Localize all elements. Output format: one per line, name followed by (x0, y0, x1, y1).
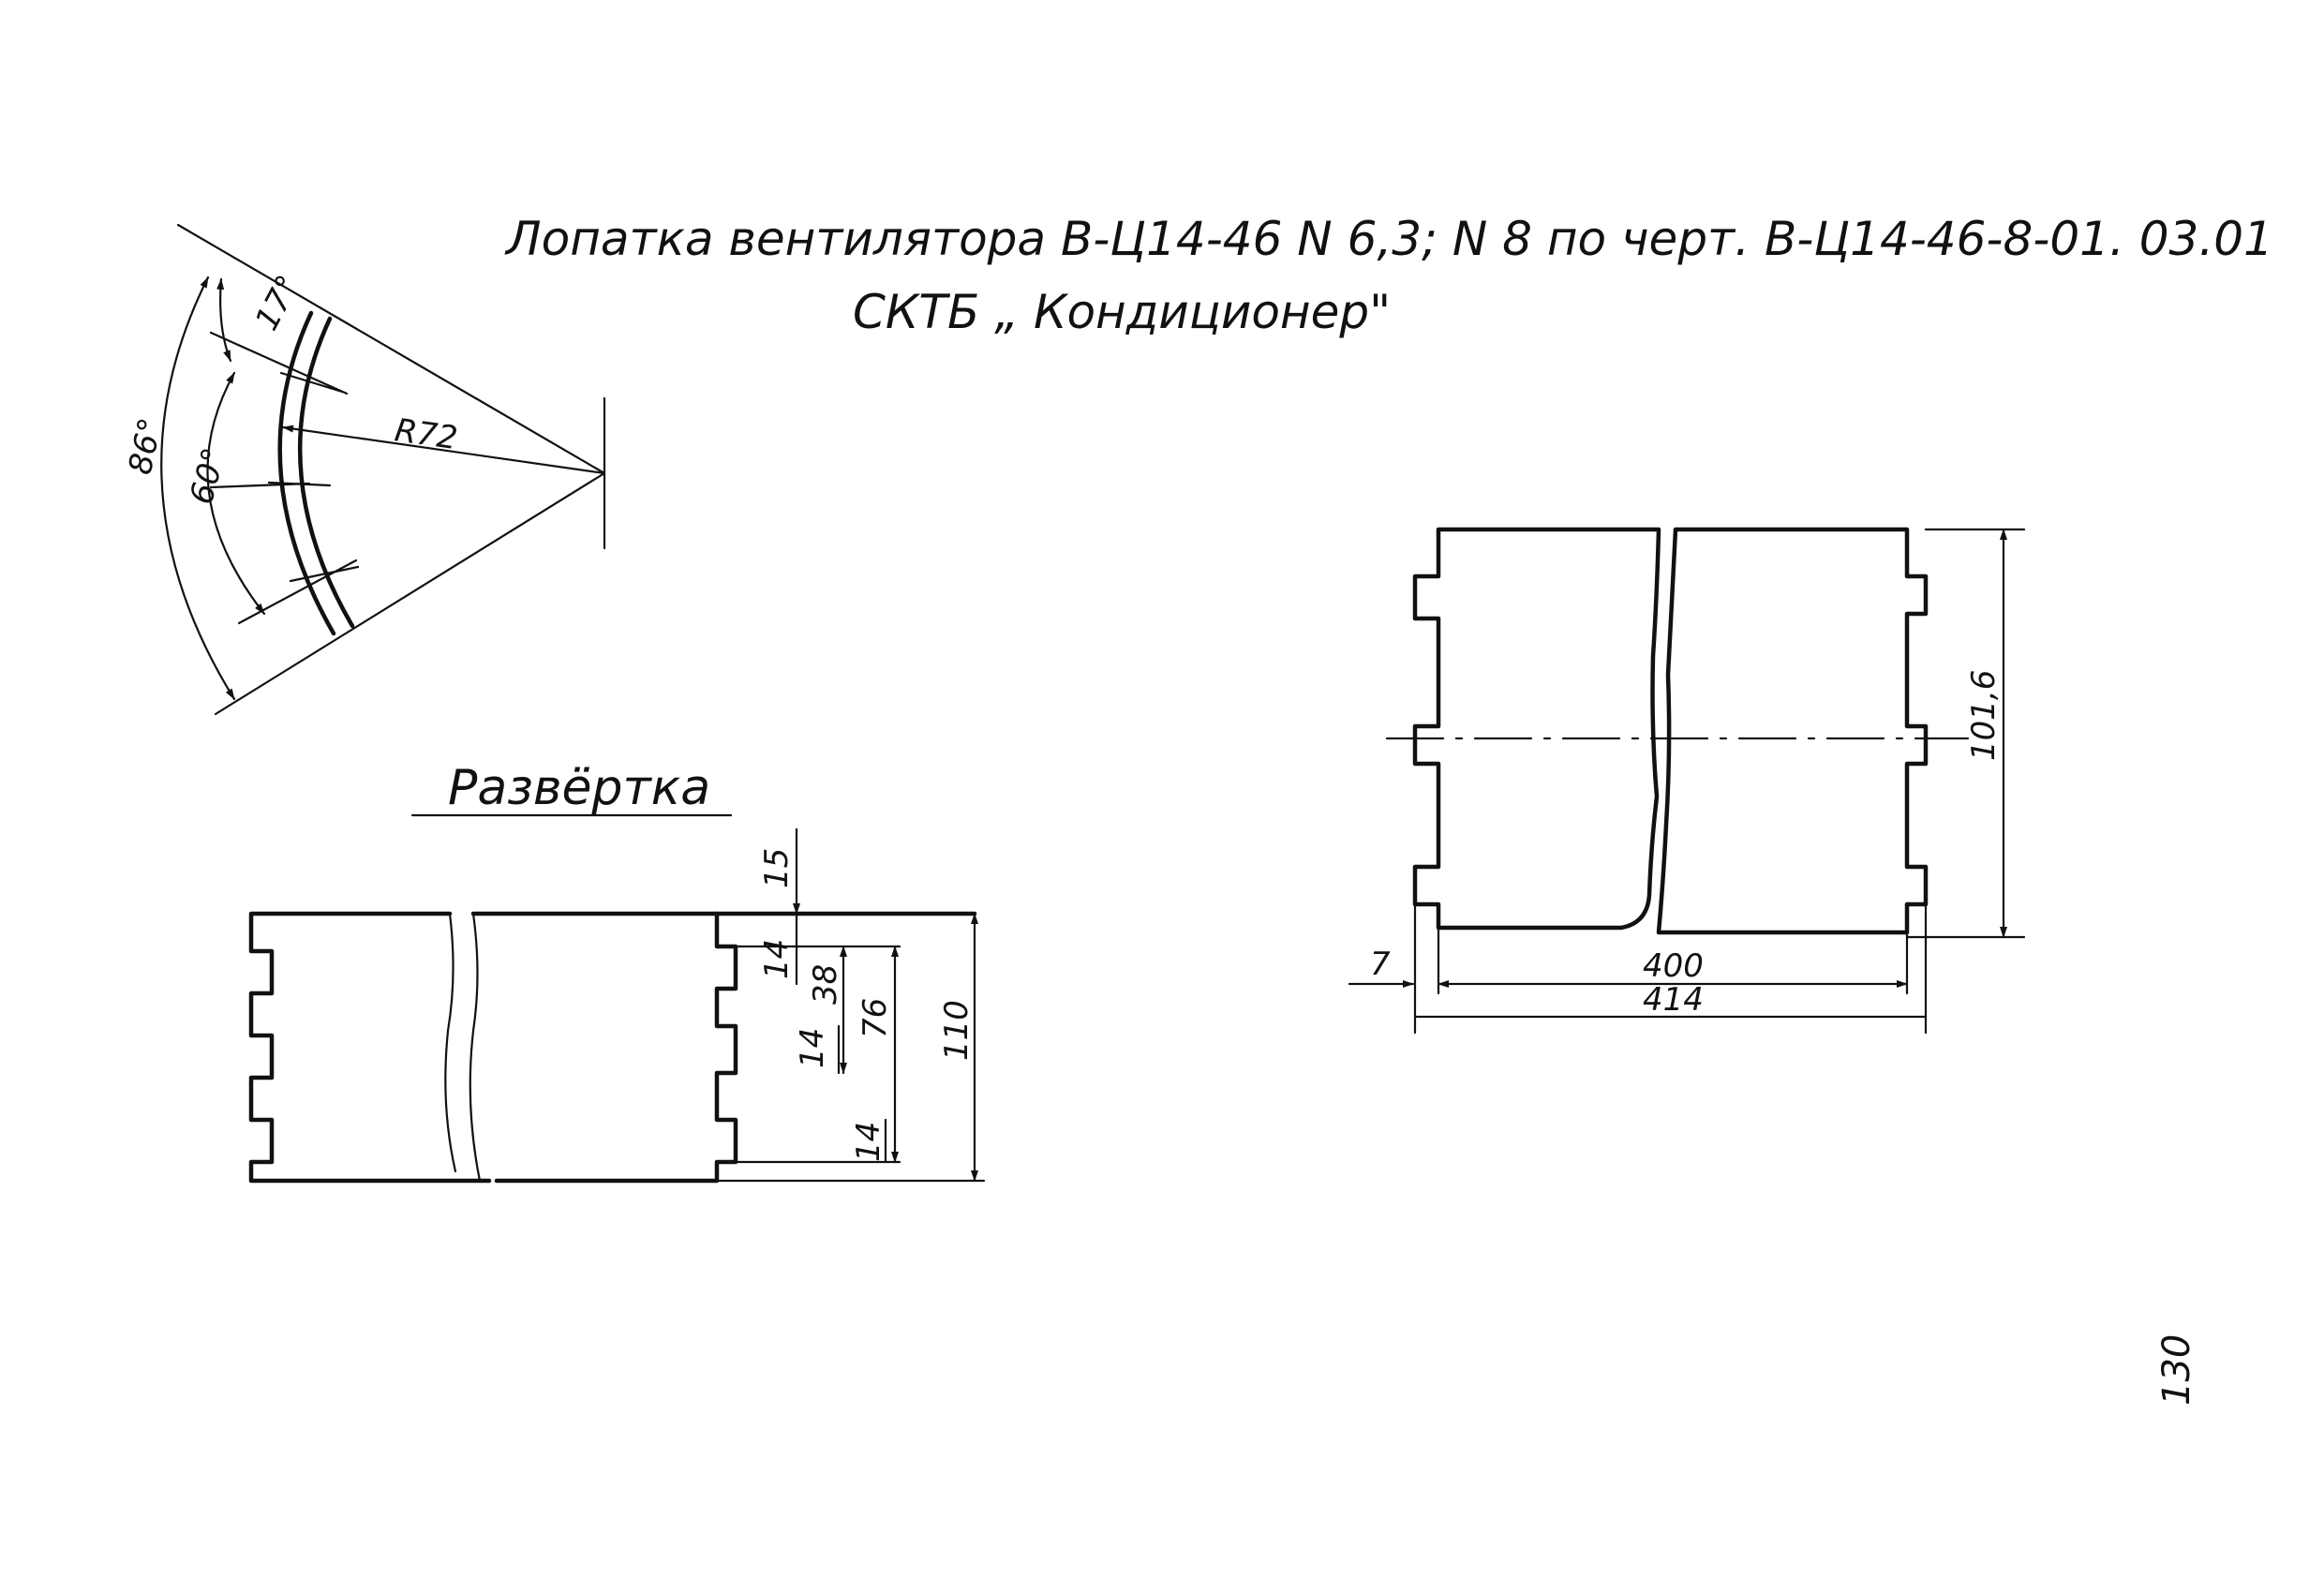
dim-bottom-label: 14 (850, 1122, 887, 1162)
angle-dim-86 (160, 276, 236, 701)
drawing-subtitle: СКТБ „ Кондиционер" (853, 285, 1391, 339)
blade-dim-inner-label: 400 (1643, 947, 1704, 985)
angle-dim-60 (206, 371, 266, 616)
dim-slot2-label: 14 (794, 1028, 831, 1068)
dim-slot-span-label: 76 (857, 998, 894, 1038)
angle-label-86: 86° (122, 415, 171, 478)
development-heading: Развёртка (448, 760, 710, 816)
dim-top-gap-label: 15 (758, 848, 796, 888)
angle-dim-17 (216, 277, 232, 363)
blade-dim-height-label: 101,6 (1965, 670, 2003, 761)
sector-ray-bottom (214, 471, 606, 716)
blade-left-piece (1412, 527, 1661, 931)
break-line-right (469, 912, 482, 1183)
rib-tick-1 (279, 371, 344, 394)
blade-dim-offset-label: 7 (1370, 946, 1391, 983)
radius-label: R72 (393, 411, 460, 457)
angle-label-17: 17° (248, 269, 308, 336)
angle-ext-17-lower (209, 331, 349, 395)
development-view: Развёртка 15 14 38 14 76 14 110 (248, 760, 986, 1184)
blade-right-piece (1656, 527, 1929, 935)
drawing-title: Лопатка вентилятора В-Ц14-46 N 6,3; N 8 … (504, 212, 2273, 266)
blade-dim-total-label: 414 (1643, 981, 1704, 1019)
break-line-left (444, 912, 457, 1173)
angle-ext-60-mid (209, 482, 311, 489)
sector-ray-top (176, 223, 606, 475)
blade-arc-outer (277, 310, 336, 636)
development-right-piece (470, 911, 738, 1184)
dim-height-label: 110 (938, 1000, 976, 1061)
rib-tick-3 (289, 565, 360, 583)
dim-slot1-label: 14 (758, 939, 796, 979)
angle-ext-60-lower (237, 559, 358, 625)
page-number: 130 (2155, 1334, 2198, 1406)
sector-view: R72 86° 60° 17° (122, 223, 606, 716)
blade-arc-inner (297, 316, 355, 629)
radius-line (281, 425, 606, 475)
development-left-piece (248, 911, 492, 1184)
angle-label-60: 60° (183, 444, 233, 509)
blade-view: 101,6 7 400 414 (1348, 527, 2026, 1035)
dim-pitch-label: 38 (807, 964, 844, 1005)
